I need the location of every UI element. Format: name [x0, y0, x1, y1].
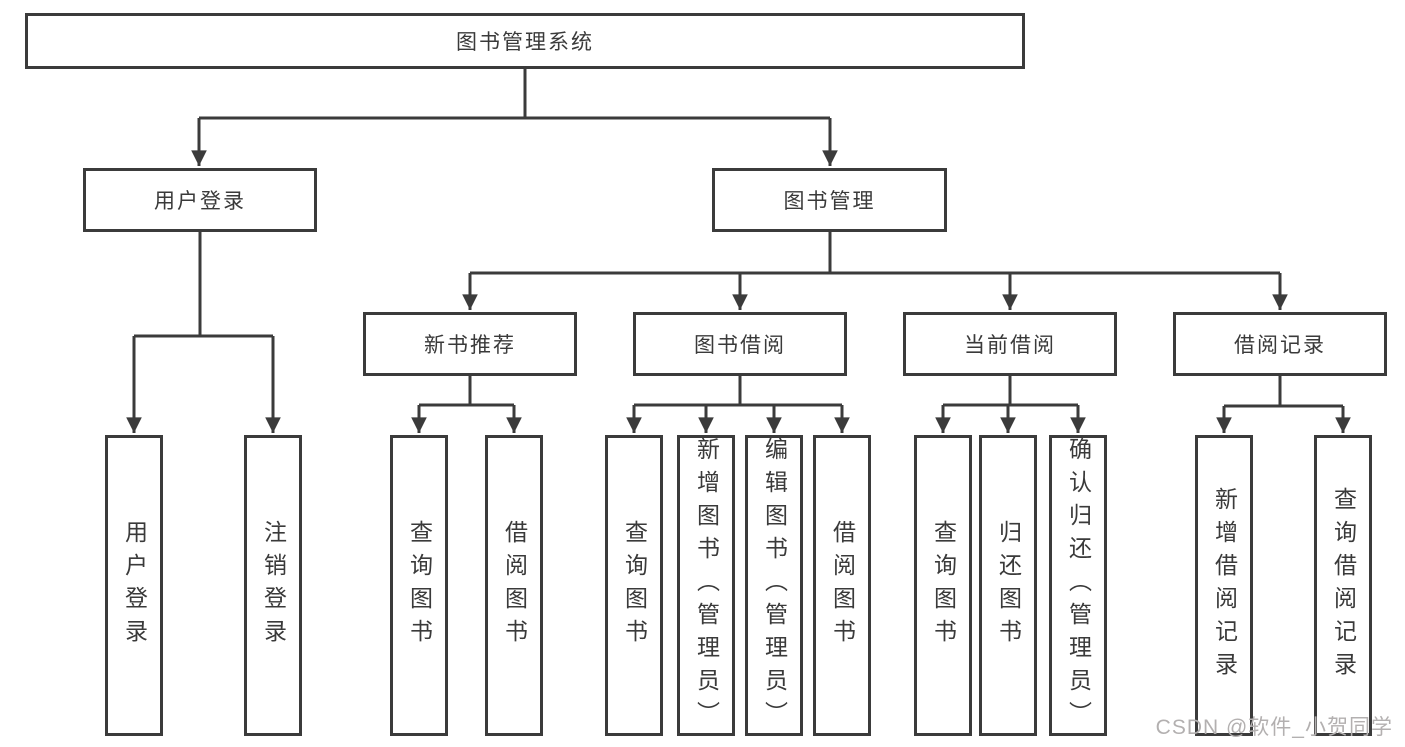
leaf-label: 借阅图书: [829, 519, 856, 652]
leaf-user-login: 用户登录: [105, 435, 163, 736]
node-root: 图书管理系统: [25, 13, 1025, 69]
leaf-label: 新增图书（管理员）: [693, 437, 720, 734]
leaf-label: 借阅图书: [501, 519, 528, 652]
leaf-label: 编辑图书（管理员）: [761, 437, 788, 734]
leaf-borrow-books: 借阅图书: [813, 435, 871, 736]
leaf-add-borrow-record: 新增借阅记录: [1195, 435, 1253, 736]
node-book-management: 图书管理: [712, 168, 947, 232]
leaf-label: 查询借阅记录: [1330, 486, 1357, 685]
leaf-logout-login: 注销登录: [244, 435, 302, 736]
leaf-edit-books-admin: 编辑图书（管理员）: [745, 435, 803, 736]
leaf-query-books-current: 查询图书: [914, 435, 972, 736]
node-borrow-record: 借阅记录: [1173, 312, 1387, 376]
leaf-label: 新增借阅记录: [1211, 486, 1238, 685]
node-current-borrow: 当前借阅: [903, 312, 1117, 376]
leaf-label: 用户登录: [121, 519, 148, 652]
leaf-return-books: 归还图书: [979, 435, 1037, 736]
watermark: CSDN @软件_小贺同学: [1155, 716, 1393, 739]
leaf-confirm-return-admin: 确认归还（管理员）: [1049, 435, 1107, 736]
leaf-query-books-borrow: 查询图书: [605, 435, 663, 736]
leaf-query-books-recommend: 查询图书: [390, 435, 448, 736]
leaf-label: 确认归还（管理员）: [1065, 437, 1092, 734]
leaf-borrow-books-recommend: 借阅图书: [485, 435, 543, 736]
node-user-login: 用户登录: [83, 168, 317, 232]
leaf-label: 查询图书: [406, 519, 433, 652]
leaf-add-books-admin: 新增图书（管理员）: [677, 435, 735, 736]
leaf-label: 查询图书: [930, 519, 957, 652]
node-book-borrow: 图书借阅: [633, 312, 847, 376]
leaf-label: 查询图书: [621, 519, 648, 652]
node-new-book-recommend: 新书推荐: [363, 312, 577, 376]
leaf-label: 归还图书: [995, 519, 1022, 652]
leaf-label: 注销登录: [260, 519, 287, 652]
leaf-query-borrow-record: 查询借阅记录: [1314, 435, 1372, 736]
